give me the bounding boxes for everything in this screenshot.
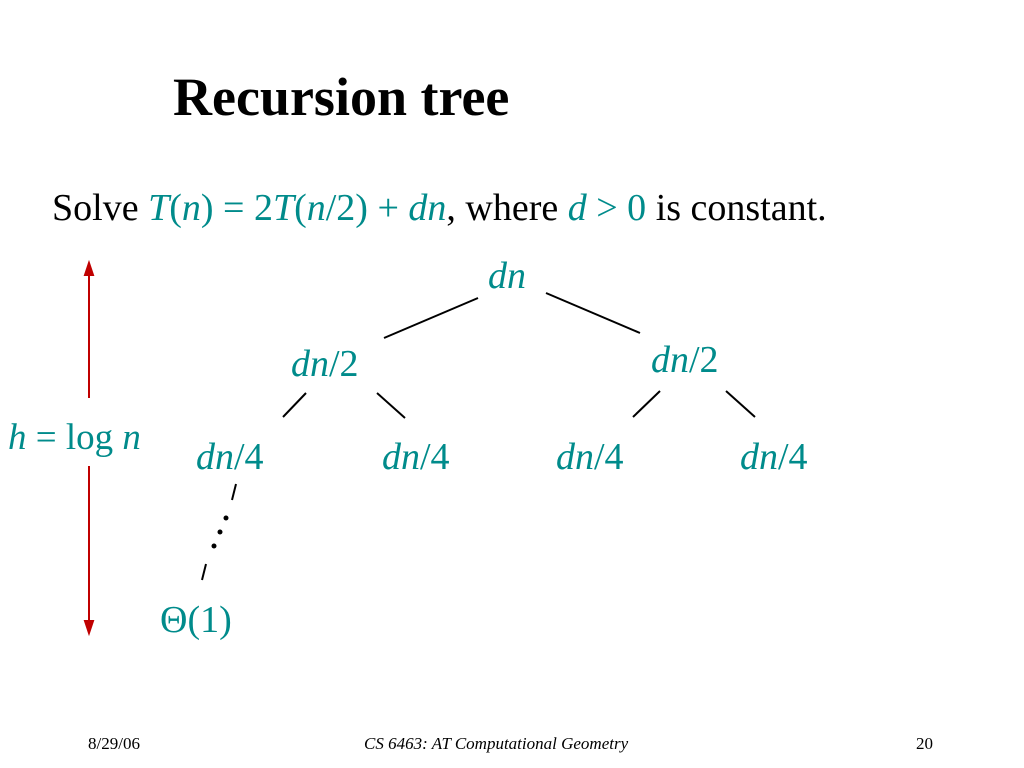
problem-text: , where <box>446 187 568 229</box>
tree-edge <box>282 392 307 418</box>
tree-edge <box>725 390 756 418</box>
ellipsis-dot <box>223 515 229 521</box>
ellipsis-dot <box>217 529 223 535</box>
tree-node-level2: dn/4 <box>740 436 808 478</box>
problem-math: T <box>272 187 295 229</box>
height-arrow-up-head <box>83 259 95 276</box>
problem-statement: Solve T(n) = 2T(n/2) + dn, where d > 0 i… <box>52 186 827 230</box>
problem-math: d <box>567 187 587 229</box>
problem-math: > 0 <box>586 187 647 229</box>
height-arrow-down-head <box>83 620 95 637</box>
problem-math: ( <box>294 187 307 229</box>
tree-edge <box>632 390 661 418</box>
problem-text: is constant. <box>646 187 827 229</box>
problem-math: ) = 2 <box>200 187 273 229</box>
tree-node-level2: dn/4 <box>556 436 624 478</box>
ellipsis-dot <box>211 543 217 549</box>
tree-node-level2: dn/4 <box>382 436 450 478</box>
tree-edge <box>383 297 479 339</box>
problem-math: n <box>306 187 326 229</box>
problem-solve-text: Solve <box>52 187 149 229</box>
tree-node-level2: dn/4 <box>196 436 264 478</box>
problem-math: /2) + <box>325 187 409 229</box>
slide-title: Recursion tree <box>173 67 510 127</box>
problem-math: n <box>181 187 201 229</box>
footer-page-number: 20 <box>916 734 933 753</box>
tree-edge <box>201 563 207 581</box>
tree-leaf: Θ(1) <box>160 599 232 641</box>
tree-node-root: dn <box>488 255 526 297</box>
tree-node-level1: dn/2 <box>651 339 719 381</box>
problem-math: dn <box>408 187 447 229</box>
problem-math: ( <box>169 187 182 229</box>
footer-date: 8/29/06 <box>88 734 140 753</box>
problem-math: T <box>148 187 170 229</box>
tree-edge <box>376 392 406 419</box>
height-label: h = log n <box>8 417 141 458</box>
tree-edge <box>545 292 641 334</box>
tree-node-level1: dn/2 <box>291 343 359 385</box>
tree-edge <box>231 483 237 501</box>
footer-course: CS 6463: AT Computational Geometry <box>364 734 629 753</box>
